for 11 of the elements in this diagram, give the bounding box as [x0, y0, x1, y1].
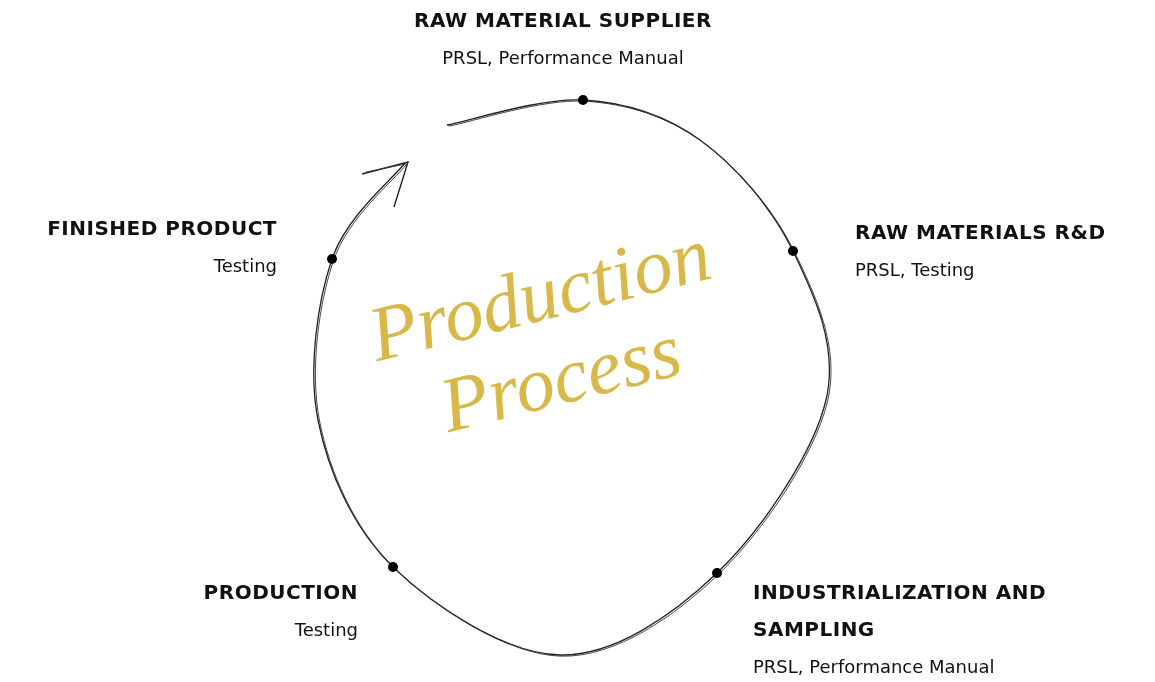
stage-note: Testing	[293, 618, 358, 642]
diagram-title: Production Process	[359, 208, 720, 451]
stage-heading: RAW MATERIALS R&D	[855, 219, 1107, 246]
stage-heading: PRODUCTION	[202, 579, 358, 606]
stage-note: PRSL, Performance Manual	[753, 655, 996, 679]
stage-note: PRSL, Testing	[855, 258, 976, 282]
stage-heading: INDUSTRIALIZATION AND SAMPLING	[753, 579, 1048, 643]
stage-note: PRSL, Performance Manual	[441, 46, 685, 70]
stage-heading: FINISHED PRODUCT	[46, 215, 277, 242]
stage-heading: RAW MATERIAL SUPPLIER	[413, 7, 713, 34]
stage-note: Testing	[212, 254, 277, 278]
